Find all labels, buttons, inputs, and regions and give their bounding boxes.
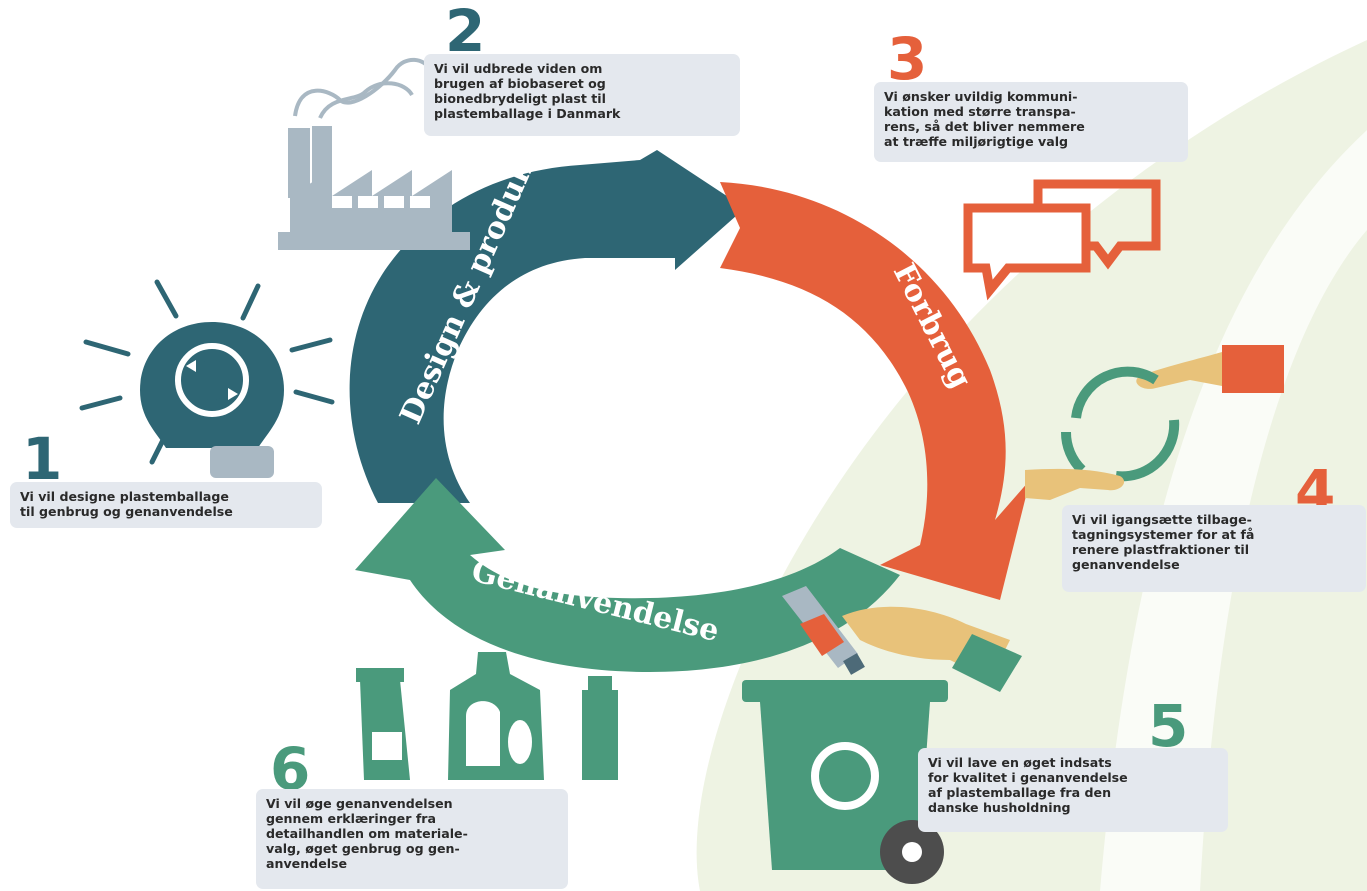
- genanvendelse-arrow: [355, 478, 900, 672]
- step-5-text: Vi vil lave en øget indsats for kvalitet…: [918, 748, 1228, 832]
- lightbulb-icon: [79, 279, 335, 478]
- step-6-text: Vi vil øge genanvendelsen gennem erklæri…: [256, 789, 568, 889]
- step-2-number: 2: [445, 0, 486, 65]
- factory-icon: [278, 57, 470, 250]
- speech-bubbles-icon: [963, 179, 1161, 301]
- step-3-text: Vi ønsker uvildig kommuni- kation med st…: [874, 82, 1188, 162]
- forbrug-arrow: [720, 182, 1030, 600]
- recycling-bin-icon: [742, 680, 948, 884]
- step-4-text: Vi vil igangsætte tilbage- tagningsystem…: [1062, 505, 1366, 592]
- step-2-text: Vi vil udbrede viden om brugen af biobas…: [424, 54, 740, 136]
- step-1-text: Vi vil designe plastemballage til genbru…: [10, 482, 322, 528]
- step-3-number: 3: [887, 25, 928, 93]
- step-1-number: 1: [22, 425, 63, 493]
- step-5-number: 5: [1148, 692, 1189, 760]
- step-6-number: 6: [270, 735, 311, 803]
- plastic-containers-icon: [356, 652, 618, 780]
- hands-recycle-icon: [1025, 345, 1284, 500]
- bottle-icon: [782, 586, 1022, 692]
